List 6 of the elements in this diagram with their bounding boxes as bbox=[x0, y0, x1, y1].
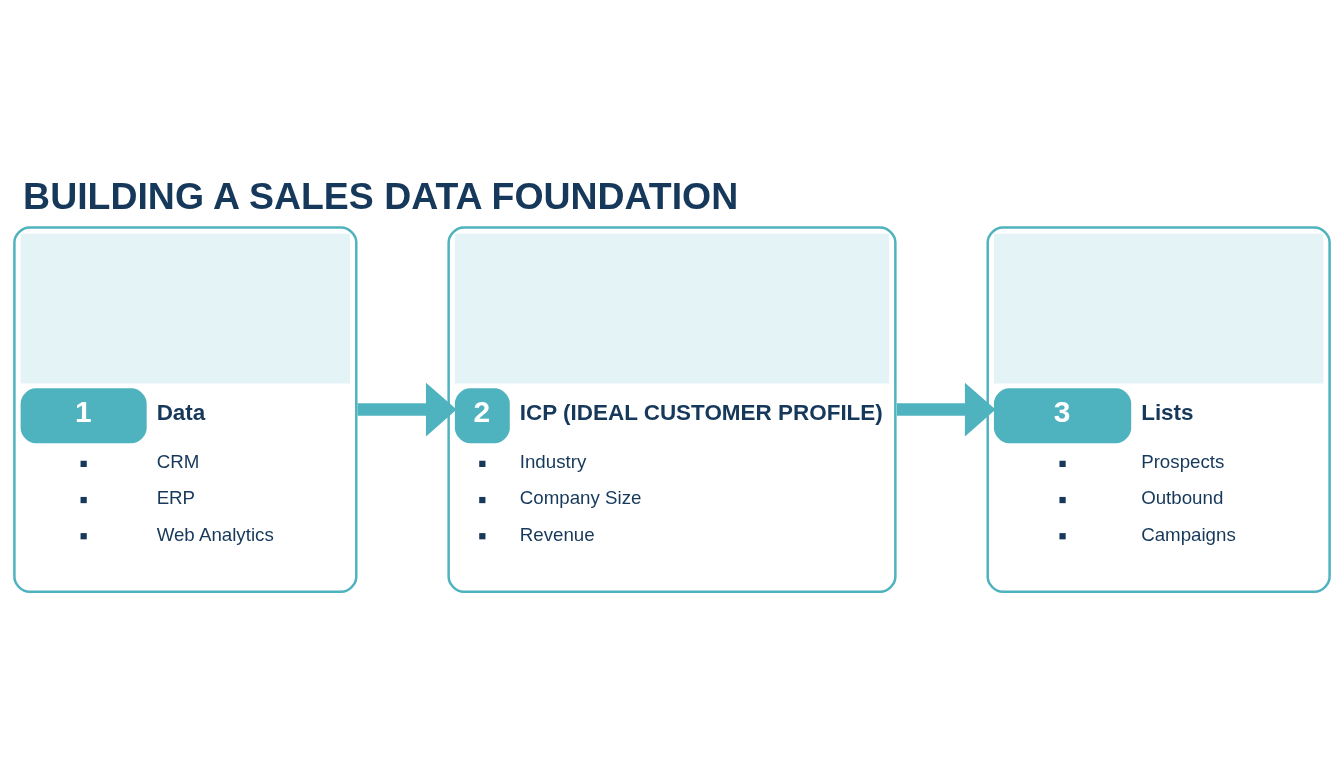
diagram-title: BUILDING A SALES DATA FOUNDATION bbox=[23, 174, 739, 217]
arrow bbox=[896, 382, 996, 437]
node-box: 3 Lists Prospects Outbound Campaigns bbox=[986, 226, 1331, 593]
arrow bbox=[357, 382, 457, 437]
node-box: 1 Data CRM ERP Web Analytics bbox=[13, 226, 358, 593]
node-box: 2 ICP (IDEAL CUSTOMER PROFILE) Industry Company Size Revenue bbox=[447, 226, 897, 593]
